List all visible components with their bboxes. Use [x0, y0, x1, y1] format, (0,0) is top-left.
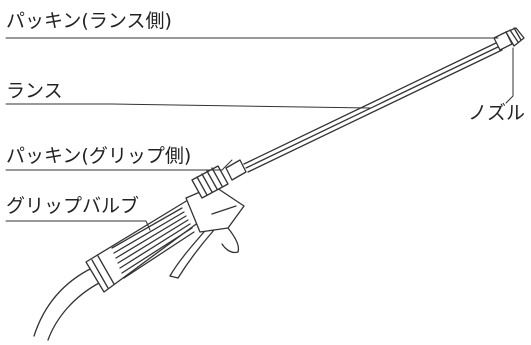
leader-lance [5, 103, 371, 109]
packing-ring-grip-side [191, 159, 247, 199]
label-grip-valve: グリップバルブ [6, 195, 140, 217]
hose [33, 267, 102, 341]
nozzle-assembly [493, 27, 525, 51]
label-nozzle: ノズル [468, 102, 526, 124]
label-packing-grip-side: パッキン(グリップ側) [6, 145, 192, 167]
leader-grip-valve [5, 220, 151, 231]
leader-packing-grip [5, 159, 233, 171]
lance-tube [243, 41, 503, 173]
label-lance: ランス [6, 80, 63, 102]
grip-valve [85, 199, 200, 293]
leader-lines [5, 37, 514, 231]
label-packing-lance-side: パッキン(ランス側) [6, 10, 172, 32]
leader-nozzle [505, 47, 514, 104]
